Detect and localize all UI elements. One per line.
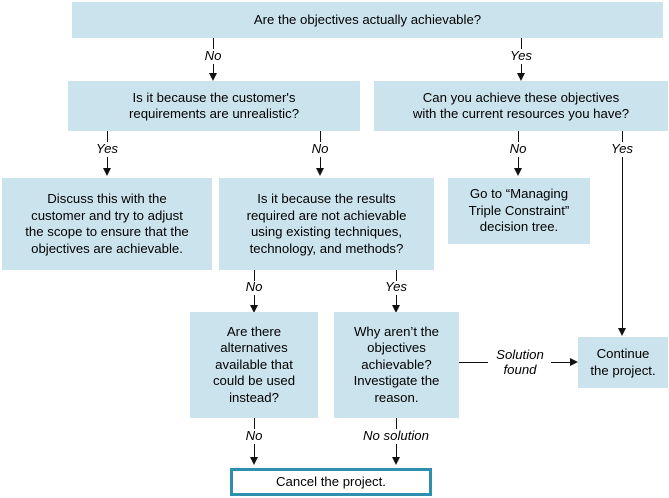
connector-q3mid-no-b	[254, 295, 255, 306]
connector-q2right-no	[518, 131, 519, 142]
node-goto-triple-constraint[interactable]: Go to “Managing Triple Constraint” decis…	[448, 178, 590, 244]
connector-q4why-nosolution	[396, 418, 397, 429]
edge-label-no-4: No	[245, 279, 263, 294]
arrow-q2left-no	[316, 168, 324, 176]
arrow-q1-to-right	[517, 73, 525, 81]
connector-q4why-nosolution-b	[396, 444, 397, 458]
edge-label-no-2: No	[311, 141, 329, 156]
connector-q2left-yes-b	[107, 157, 108, 169]
edge-label-no-5: No	[245, 428, 263, 443]
connector-q2right-yes	[622, 131, 623, 142]
node-achieve-with-current-resources[interactable]: Can you achieve these objectives with th…	[374, 81, 668, 131]
connector-q4alt-no	[254, 418, 255, 429]
connector-q3mid-yes	[396, 270, 397, 281]
connector-solution-found-left	[459, 362, 488, 363]
arrow-q2left-yes	[103, 168, 111, 176]
edge-label-no-3: No	[509, 141, 527, 156]
arrow-q3mid-no	[250, 305, 258, 313]
connector-q1-to-left	[213, 38, 214, 49]
connector-q2left-no	[320, 131, 321, 142]
connector-q2left-yes	[107, 131, 108, 142]
arrow-solution-found	[570, 358, 578, 366]
connector-q2right-no-b	[518, 157, 519, 169]
node-cancel-project[interactable]: Cancel the project.	[230, 468, 432, 496]
connector-q2left-no-b	[320, 157, 321, 169]
edge-label-yes-4: Yes	[385, 279, 407, 294]
node-why-not-achievable[interactable]: Why aren’t the objectives achievable? In…	[334, 312, 459, 418]
connector-q1-to-right-b	[521, 64, 522, 74]
connector-q3mid-no	[254, 270, 255, 281]
connector-q4alt-no-b	[254, 444, 255, 458]
arrow-q1-to-left	[209, 73, 217, 81]
arrow-q3mid-yes	[392, 305, 400, 313]
edge-label-yes-1: Yes	[510, 48, 532, 63]
arrow-q4why-nosolution	[392, 457, 400, 465]
node-results-not-achievable[interactable]: Is it because the results required are n…	[219, 178, 434, 270]
connector-q2right-yes-b	[622, 157, 623, 329]
node-discuss-with-customer[interactable]: Discuss this with the customer and try t…	[2, 178, 212, 270]
arrow-q2right-no	[514, 168, 522, 176]
node-continue-project[interactable]: Continue the project.	[578, 337, 668, 388]
edge-label-yes-3: Yes	[611, 141, 633, 156]
connector-q1-to-left-b	[213, 64, 214, 74]
connector-q3mid-yes-b	[396, 295, 397, 306]
edge-label-no-solution: No solution	[363, 428, 429, 443]
edge-label-yes-2: Yes	[96, 141, 118, 156]
connector-q1-to-right	[521, 38, 522, 49]
connector-solution-found-right	[551, 362, 571, 363]
edge-label-solution-found: Solution found	[496, 347, 544, 377]
node-customer-requirements-unrealistic[interactable]: Is it because the customer's requirement…	[68, 81, 360, 131]
arrow-q4alt-no	[250, 457, 258, 465]
arrow-q2right-yes	[618, 328, 626, 336]
edge-label-no-1: No	[204, 48, 222, 63]
node-alternatives-available[interactable]: Are there alternatives available that co…	[190, 312, 318, 418]
node-objectives-achievable[interactable]: Are the objectives actually achievable?	[72, 2, 663, 38]
